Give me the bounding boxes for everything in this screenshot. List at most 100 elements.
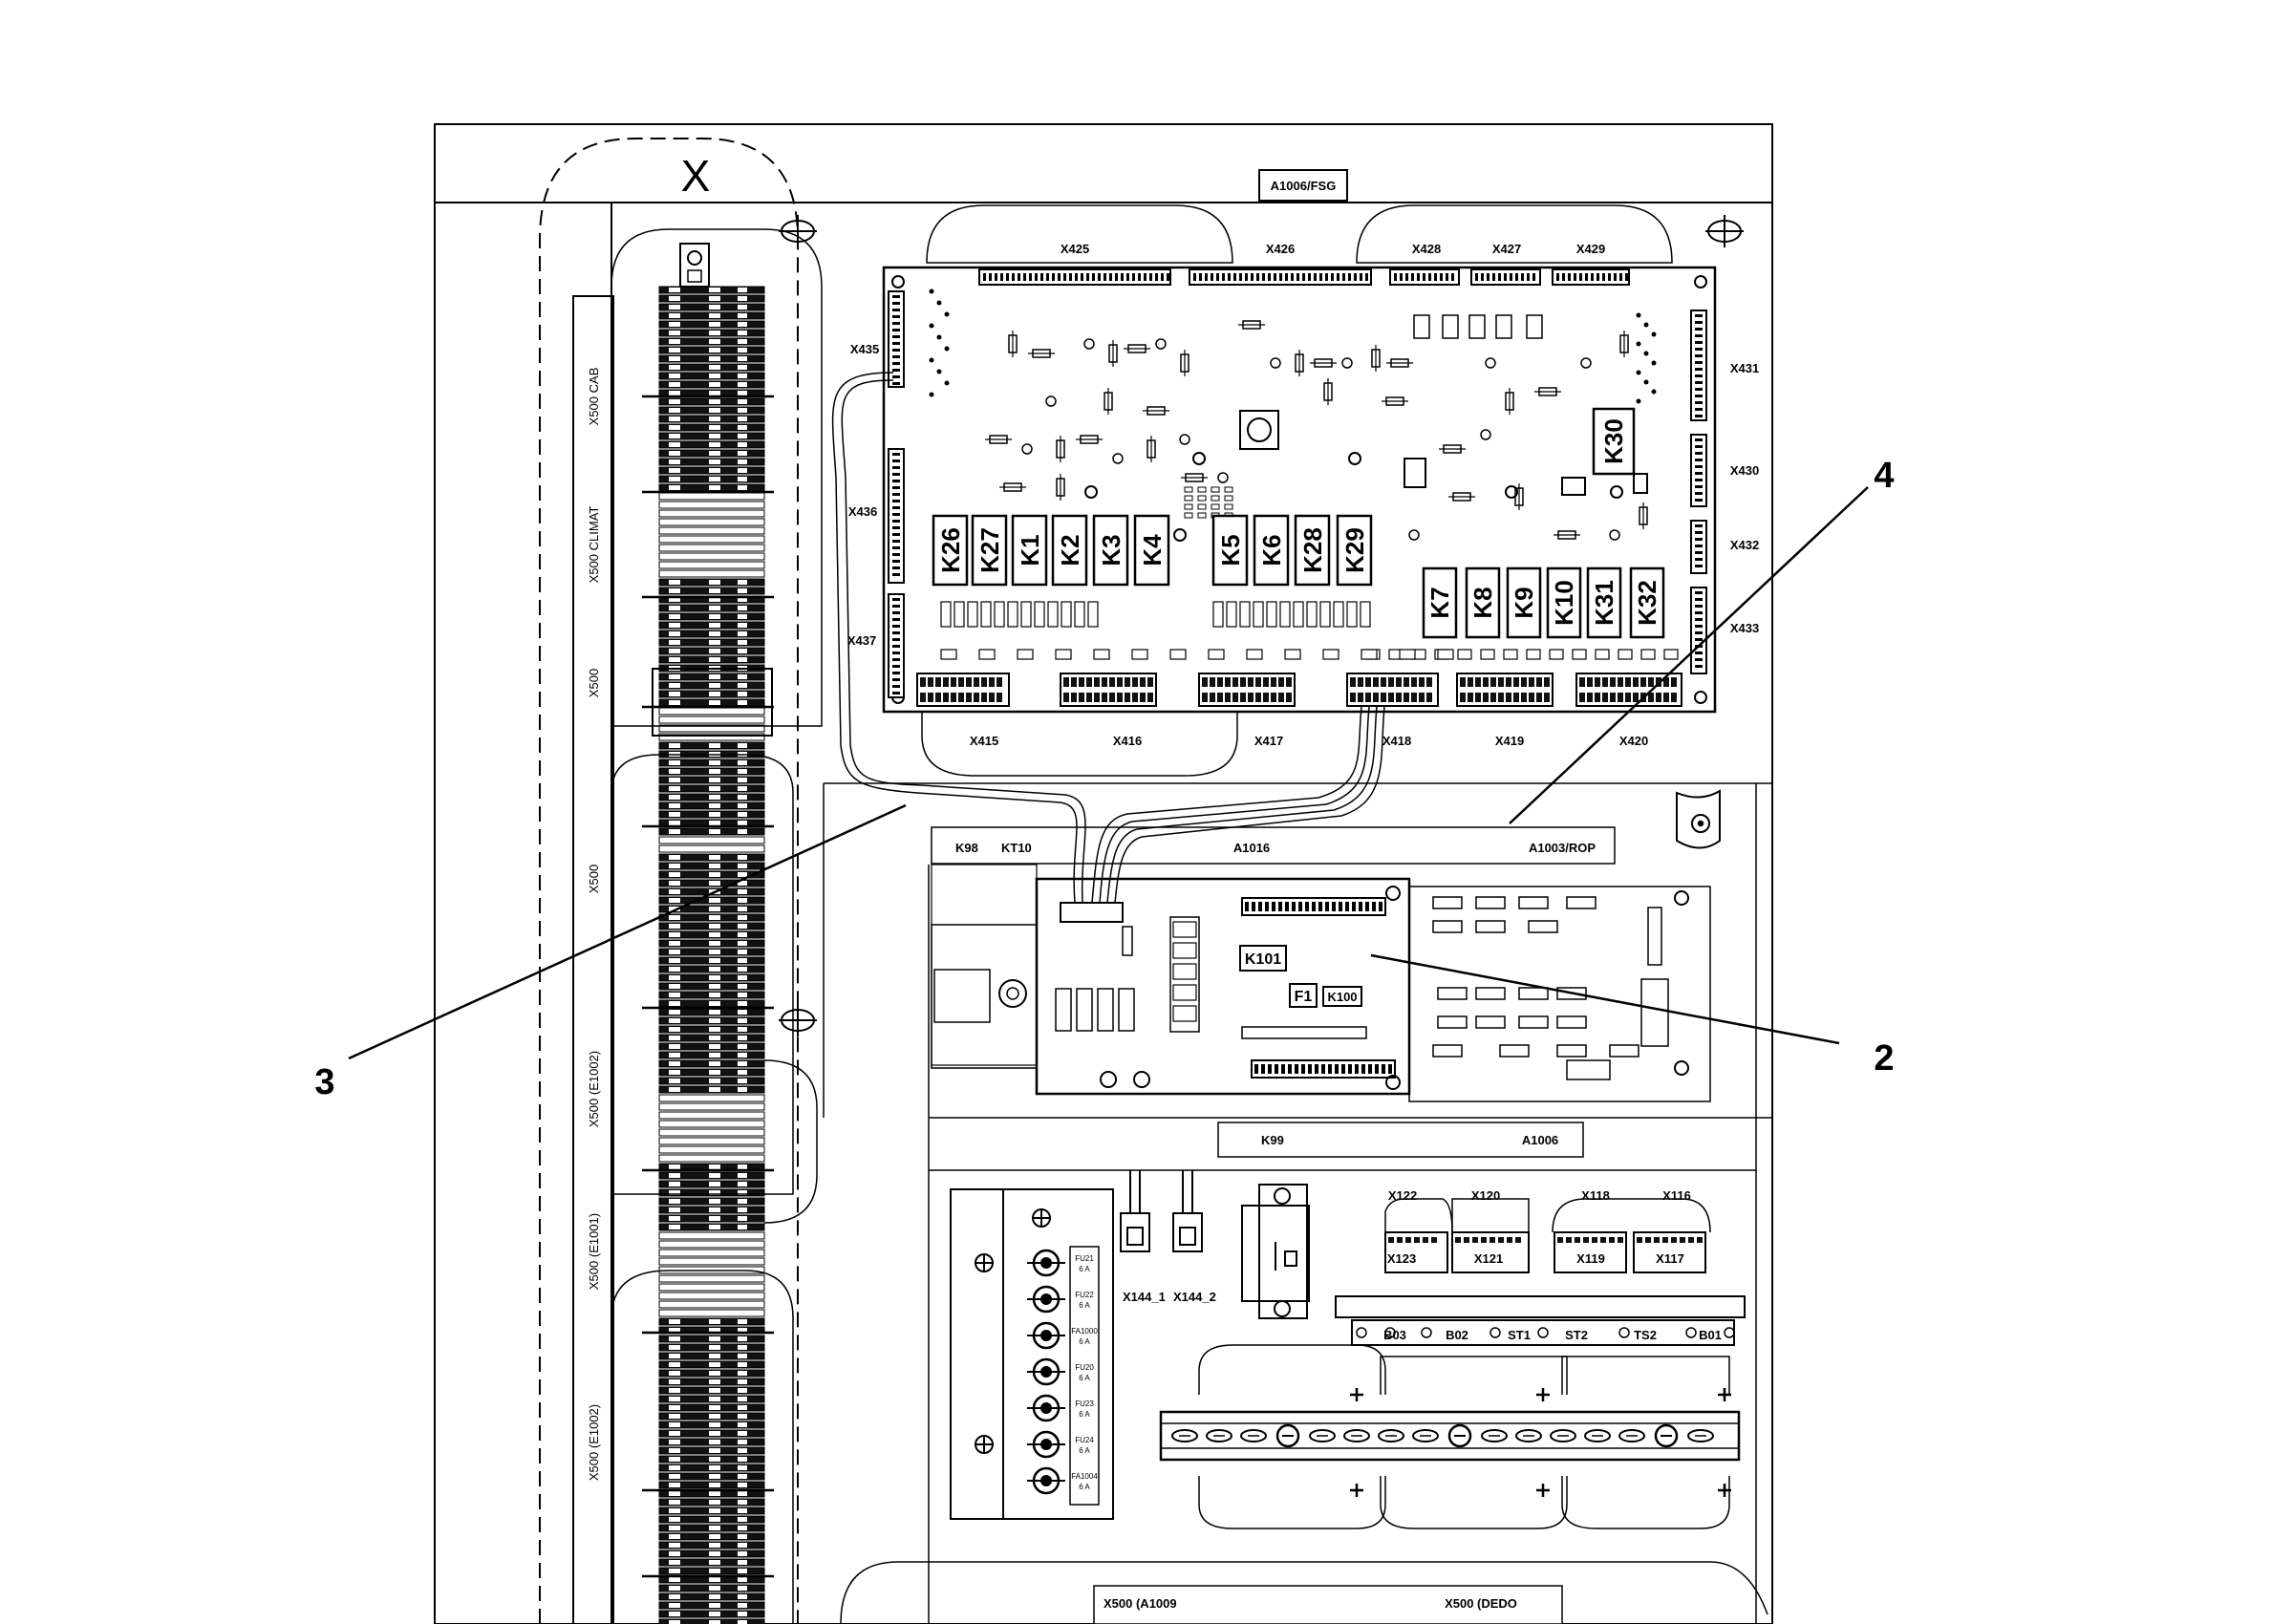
diode-row bbox=[1007, 601, 1018, 628]
relay-stack-item bbox=[1172, 921, 1197, 938]
terminal-screw bbox=[738, 305, 747, 310]
terminal-header-slot bbox=[1140, 677, 1146, 687]
terminal-screw bbox=[669, 1371, 680, 1376]
mid-header-pin bbox=[1305, 902, 1309, 911]
terminal-header-slot bbox=[1529, 693, 1534, 702]
header-x432-pin bbox=[1695, 524, 1703, 527]
dot-array bbox=[1651, 360, 1657, 366]
terminal-screw bbox=[738, 1362, 747, 1367]
header-x426-pin bbox=[1308, 273, 1311, 281]
terminal-screw bbox=[738, 339, 747, 344]
connector-pin bbox=[1507, 1237, 1512, 1243]
terminal-screw bbox=[709, 958, 720, 963]
terminal-screw bbox=[709, 580, 720, 585]
mount-hole bbox=[1385, 886, 1401, 901]
terminal-screw bbox=[709, 864, 720, 868]
header-x435-pin bbox=[892, 362, 900, 365]
terminal-header-slot bbox=[981, 677, 987, 687]
capacitor bbox=[1341, 357, 1353, 369]
header-x426-pin bbox=[1228, 273, 1231, 281]
terminal-screw bbox=[738, 1044, 747, 1049]
header-x425-pin bbox=[1104, 273, 1106, 281]
relay-k26: K26 bbox=[932, 514, 969, 587]
terminal-screw bbox=[709, 1440, 720, 1444]
mid-component bbox=[1432, 1044, 1463, 1058]
relay-label: K2 bbox=[1056, 534, 1084, 566]
relay-body bbox=[1253, 514, 1290, 587]
terminal-screw bbox=[669, 1379, 680, 1384]
terminal-screw bbox=[738, 1431, 747, 1436]
terminal-screw bbox=[669, 1422, 680, 1427]
diode-row bbox=[1437, 649, 1454, 660]
strip-top-screw bbox=[687, 250, 702, 266]
terminal-screw bbox=[709, 683, 720, 688]
header-x430-pin bbox=[1695, 472, 1703, 475]
header-x426-pin bbox=[1233, 273, 1236, 281]
terminal-header-slot bbox=[1071, 693, 1077, 702]
capacitor bbox=[1480, 429, 1491, 440]
terminal-screw bbox=[669, 1190, 680, 1195]
terminal-header-slot bbox=[1350, 693, 1356, 702]
terminal-block bbox=[658, 1292, 765, 1300]
header-x430-pin bbox=[1695, 479, 1703, 481]
terminal-block bbox=[658, 1102, 765, 1111]
terminal-screw bbox=[709, 932, 720, 937]
terminal-screw bbox=[709, 829, 720, 834]
diode-row bbox=[1034, 601, 1045, 628]
terminal-screw bbox=[709, 924, 720, 929]
header-x425-pin bbox=[989, 273, 992, 281]
relay-body bbox=[1586, 566, 1622, 639]
header-x427-pin bbox=[1515, 273, 1518, 281]
terminal-header-slot bbox=[1595, 693, 1600, 702]
header-x431-pin bbox=[1695, 361, 1703, 364]
header-x433-pin bbox=[1695, 598, 1703, 601]
terminal-screw bbox=[738, 417, 747, 421]
terminal-screw bbox=[738, 425, 747, 430]
relay-body bbox=[1546, 566, 1582, 639]
terminal-header-slot bbox=[935, 677, 941, 687]
terminal-header-slot bbox=[1602, 677, 1608, 687]
relay-k30-label: K30 bbox=[1599, 418, 1628, 464]
terminal-screw bbox=[738, 588, 747, 593]
terminal-header-slot bbox=[1147, 677, 1153, 687]
header-x429-pin bbox=[1556, 273, 1559, 281]
header-x427-pin bbox=[1481, 273, 1484, 281]
diode-row bbox=[1055, 649, 1072, 660]
terminal-header-slot bbox=[1210, 677, 1215, 687]
relay-label: K27 bbox=[975, 527, 1004, 573]
connector-x429: X429 bbox=[1576, 242, 1605, 256]
rail-slot bbox=[1550, 1429, 1576, 1442]
terminal-screw bbox=[738, 1508, 747, 1513]
dot-array bbox=[1636, 341, 1641, 347]
capacitor bbox=[1270, 357, 1281, 369]
dot-array bbox=[1643, 322, 1649, 328]
terminal-header-slot bbox=[1388, 677, 1394, 687]
terminal-screw bbox=[669, 1388, 680, 1393]
mid-header-pin bbox=[1258, 902, 1262, 911]
relay-body bbox=[1294, 514, 1331, 587]
terminal-screw bbox=[709, 674, 720, 679]
terminal-screw bbox=[709, 1087, 720, 1092]
mid-header-pin bbox=[1352, 902, 1356, 911]
main-board bbox=[882, 204, 1717, 777]
connector-x120: X120 bbox=[1471, 1188, 1500, 1203]
terminal-screw bbox=[669, 1397, 680, 1401]
header-x436-pin bbox=[892, 513, 900, 516]
mid-header bbox=[1060, 902, 1124, 923]
terminal-screw bbox=[709, 1569, 720, 1573]
terminal-screw bbox=[738, 769, 747, 774]
strip-clip bbox=[652, 668, 773, 737]
terminal-screw bbox=[669, 1362, 680, 1367]
terminal-screw bbox=[709, 1414, 720, 1419]
terminal-header-slot bbox=[1475, 693, 1481, 702]
terminal-screw bbox=[738, 1586, 747, 1591]
strip-label-x500-b: X500 bbox=[587, 865, 601, 893]
terminal-screw bbox=[669, 1070, 680, 1075]
connector-pin bbox=[1583, 1237, 1589, 1243]
relay-k28: K28 bbox=[1294, 514, 1331, 587]
connector-x415: X415 bbox=[970, 734, 998, 748]
mid-component bbox=[1518, 896, 1549, 909]
terminal-screw bbox=[738, 1560, 747, 1565]
mid-component bbox=[1475, 1015, 1506, 1029]
terminal-screw bbox=[669, 993, 680, 997]
